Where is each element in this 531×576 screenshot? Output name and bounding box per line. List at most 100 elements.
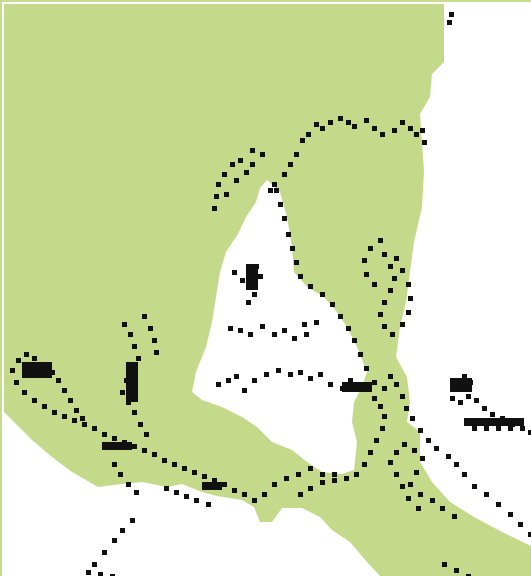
coastline-mark xyxy=(264,372,269,377)
coastline-mark xyxy=(50,370,55,375)
coastline-mark xyxy=(294,152,299,157)
coastline-mark xyxy=(126,482,131,487)
coastline-mark xyxy=(442,562,447,567)
coastline-mark xyxy=(272,332,277,337)
coastline-mark xyxy=(276,368,281,373)
coastline-mark xyxy=(430,498,435,503)
coastline-mark xyxy=(214,194,219,199)
coastline-mark xyxy=(344,476,349,481)
coastline-mark xyxy=(238,158,243,163)
coastline-mark xyxy=(454,568,459,573)
coastline-mark xyxy=(382,252,387,257)
coastline-mark xyxy=(496,426,501,431)
coastline-mark xyxy=(14,380,19,385)
coastline-mark xyxy=(308,376,313,381)
coastline-mark xyxy=(402,442,407,447)
coastline-mark xyxy=(318,372,323,377)
coastline-mark xyxy=(272,482,277,487)
coastline-mark xyxy=(414,470,419,475)
coastline-mark xyxy=(466,574,471,576)
coastline-mark xyxy=(372,282,377,287)
coastline-mark xyxy=(380,132,385,137)
coastline-mark xyxy=(462,472,467,477)
coastline-mark xyxy=(518,522,523,527)
coastline-mark xyxy=(452,514,457,519)
coastline-mark xyxy=(24,352,29,357)
coastline-mark xyxy=(112,436,117,441)
coastline-mark xyxy=(320,126,325,131)
coastline-mark xyxy=(252,378,257,383)
coastline-mark xyxy=(212,206,217,211)
coastline-mark xyxy=(62,388,67,393)
coastline-mark xyxy=(400,322,405,327)
coastline-mark xyxy=(380,426,385,431)
coastline-mark xyxy=(42,404,47,409)
coastline-mark xyxy=(434,446,439,451)
coastline-mark xyxy=(260,324,265,329)
coastline-mark xyxy=(82,422,87,427)
coastline-mark xyxy=(152,452,157,457)
coastline-mark xyxy=(56,378,61,383)
coastline-mark xyxy=(382,324,387,329)
coastline-mark xyxy=(292,336,297,341)
coastline-mark xyxy=(314,320,319,325)
coastline-mark xyxy=(172,462,177,467)
coastline-mark xyxy=(194,498,199,503)
coastline-mark xyxy=(332,478,337,483)
coastline-mark xyxy=(164,486,169,491)
coastline-mark xyxy=(408,296,413,301)
coastline-mark xyxy=(274,188,279,193)
coastline-mark xyxy=(378,404,383,409)
coastline-mark xyxy=(232,488,237,493)
coastline-mark xyxy=(212,478,217,483)
coastline-mark xyxy=(302,322,307,327)
coastline-mark xyxy=(496,502,501,507)
coastline-mark xyxy=(328,382,333,387)
coastline-mark xyxy=(68,398,73,403)
coastline-mark xyxy=(224,192,229,197)
coastline-mark xyxy=(110,574,115,576)
coastline-mark xyxy=(368,450,373,455)
coastline-mark xyxy=(298,370,303,375)
coastline-mark xyxy=(449,12,454,17)
inland-water[interactable] xyxy=(192,180,367,474)
coastline-mark xyxy=(446,454,451,459)
coastline-mark xyxy=(252,498,257,503)
coastline-mark xyxy=(306,132,311,137)
coastline-mark xyxy=(246,300,251,305)
dark-feature xyxy=(450,378,472,392)
coastline-mark xyxy=(408,126,413,131)
coastline-mark xyxy=(406,282,411,287)
coastline-mark xyxy=(222,482,227,487)
coastline-mark xyxy=(282,328,287,333)
coastline-mark xyxy=(408,482,413,487)
coastline-mark xyxy=(130,518,135,523)
coastline-mark xyxy=(228,326,233,331)
coastline-mark xyxy=(134,490,139,495)
coastline-mark xyxy=(418,492,423,497)
coastline-mark xyxy=(490,412,495,417)
coastline-mark xyxy=(142,448,147,453)
coastline-mark xyxy=(390,332,395,337)
coastline-mark xyxy=(362,462,367,467)
coastline-mark xyxy=(364,366,369,371)
coastline-mark xyxy=(294,260,299,265)
coastline-mark xyxy=(338,116,343,121)
coastline-mark xyxy=(132,344,137,349)
coastline-mark xyxy=(320,472,325,477)
coastline-mark xyxy=(112,462,117,467)
coastline-mark xyxy=(416,506,421,511)
coastline-mark xyxy=(328,120,333,125)
coastline-mark xyxy=(120,390,125,395)
coastline-mark xyxy=(192,470,197,475)
coastline-mark xyxy=(364,272,369,277)
coastline-mark xyxy=(372,380,377,385)
coastline-mark xyxy=(138,422,143,427)
coastline-mark xyxy=(250,162,255,167)
coastline-mark xyxy=(260,152,265,157)
coastline-mark xyxy=(268,188,273,193)
dark-feature xyxy=(246,264,258,290)
coastline-mark xyxy=(162,458,167,463)
